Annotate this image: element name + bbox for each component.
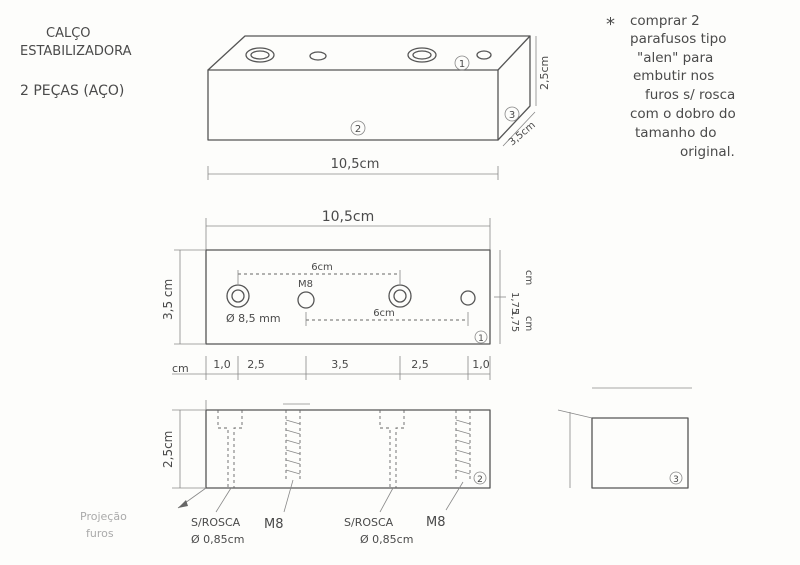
- iso-hole-4: [476, 50, 492, 60]
- side-face-label: 3: [673, 475, 679, 485]
- iso-depth-dim: 3,5cm: [507, 120, 538, 148]
- iso-hole-3: [407, 47, 437, 63]
- chain-dim-2: 2,5: [247, 358, 265, 371]
- top-hole-thread-2: [460, 290, 476, 306]
- iso-length-dim: 10,5cm: [331, 157, 380, 172]
- top-face-label: 1: [478, 334, 484, 344]
- upper-offset-dim: 1,75: [509, 292, 520, 314]
- spacing-top-dim: 6cm: [311, 262, 333, 273]
- note-line-6: com o dobro do: [630, 106, 736, 122]
- iso-top-face: [207, 35, 531, 71]
- note-line-5: furos s/ rosca: [645, 87, 735, 103]
- front-view-outline: [205, 409, 491, 489]
- top-length-dim: 10,5cm: [322, 209, 375, 225]
- top-hole-thread-1: [297, 291, 315, 309]
- title-line-1: CALÇO: [46, 26, 91, 41]
- chain-dim-4: 2,5: [411, 358, 429, 371]
- iso-height-dim: 2,5cm: [538, 56, 551, 90]
- chain-dim-3: 3,5: [331, 358, 349, 371]
- isometric-view: 1 2 3 2,5cm 3,5cm 10,5cm: [207, 35, 551, 180]
- note-line-8: original.: [680, 144, 735, 160]
- chain-dim-1: 1,0: [213, 358, 231, 371]
- top-hole-bore-2-inner: [393, 289, 407, 303]
- note-line-4: embutir nos: [633, 68, 714, 84]
- iso-depth-dim-line: [502, 111, 536, 147]
- offset-unit-2: cm: [523, 316, 534, 331]
- front-bore-2: [379, 410, 405, 488]
- title-line-2: ESTABILIZADORA: [20, 44, 132, 59]
- note-asterisk: *: [606, 14, 615, 35]
- title-line-3: 2 PEÇAS (AÇO): [20, 83, 124, 99]
- top-view: 10,5cm 6cm 6cm M8 Ø 8,5 mm 1 3,5 cm 1,75…: [161, 209, 534, 345]
- front-bore-1: [217, 410, 243, 488]
- offset-unit-1: cm: [523, 270, 534, 285]
- top-hole-bore-2: [388, 284, 412, 308]
- top-hole-bore-1: [226, 284, 250, 308]
- front-face-label: 2: [477, 475, 483, 485]
- callout-2-label: M8: [264, 517, 284, 532]
- iso-face-2-label: 2: [355, 124, 361, 135]
- side-view: 3: [557, 387, 692, 489]
- iso-hole-1-inner: [250, 50, 270, 60]
- chain-unit: cm: [172, 362, 189, 375]
- top-view-outline: [205, 249, 491, 345]
- projection-label-1: Projeção: [80, 510, 127, 523]
- callout-1-label: S/ROSCA: [191, 516, 241, 529]
- projection-label-2: furos: [86, 527, 114, 540]
- iso-face-3-label: 3: [509, 110, 515, 121]
- spacing-bottom-dim: 6cm: [373, 308, 395, 319]
- chain-dimensions: cm 1,0 2,5 3,5 2,5 1,0: [172, 356, 491, 380]
- callout-3-label: S/ROSCA: [344, 516, 394, 529]
- thread-label: M8: [298, 279, 313, 290]
- iso-front-face: [207, 69, 499, 141]
- iso-hole-3-inner: [412, 50, 432, 60]
- chain-dim-5: 1,0: [472, 358, 490, 371]
- callout-4-label: M8: [426, 515, 446, 530]
- note-line-3: "alen" para: [637, 50, 713, 66]
- bore-label: Ø 8,5 mm: [226, 312, 281, 325]
- top-face-circle: [474, 330, 488, 344]
- note-line-2: parafusos tipo: [630, 31, 726, 47]
- note-line-1: comprar 2: [630, 13, 700, 29]
- callout-1-sub: Ø 0,85cm: [191, 533, 244, 546]
- iso-face-1-circle: [454, 55, 470, 71]
- iso-face-2-circle: [350, 120, 366, 136]
- lower-offset-dim: 1,75: [509, 310, 520, 332]
- front-height-dim: 2,5cm: [161, 431, 175, 468]
- top-hole-bore-1-inner: [231, 289, 245, 303]
- callout-3-sub: Ø 0,85cm: [360, 533, 413, 546]
- front-view: 2 2,5cm Projeção furos S/ROSCA Ø 0,85cm …: [80, 400, 491, 546]
- front-thread-1-hatch: [285, 419, 301, 475]
- iso-side-face: [497, 35, 531, 141]
- iso-face-3-circle: [504, 106, 520, 122]
- iso-face-1-label: 1: [459, 59, 465, 70]
- top-width-dim: 3,5 cm: [161, 279, 175, 320]
- note-line-7: tamanho do: [635, 125, 716, 141]
- front-face-circle: [473, 471, 487, 485]
- iso-hole-1: [245, 47, 275, 63]
- front-thread-2-hatch: [455, 419, 471, 475]
- iso-hole-2: [309, 51, 327, 61]
- note-text: comprar 2 parafusos tipo "alen" para emb…: [630, 13, 736, 160]
- side-view-outline: [591, 417, 689, 489]
- side-face-circle: [669, 471, 683, 485]
